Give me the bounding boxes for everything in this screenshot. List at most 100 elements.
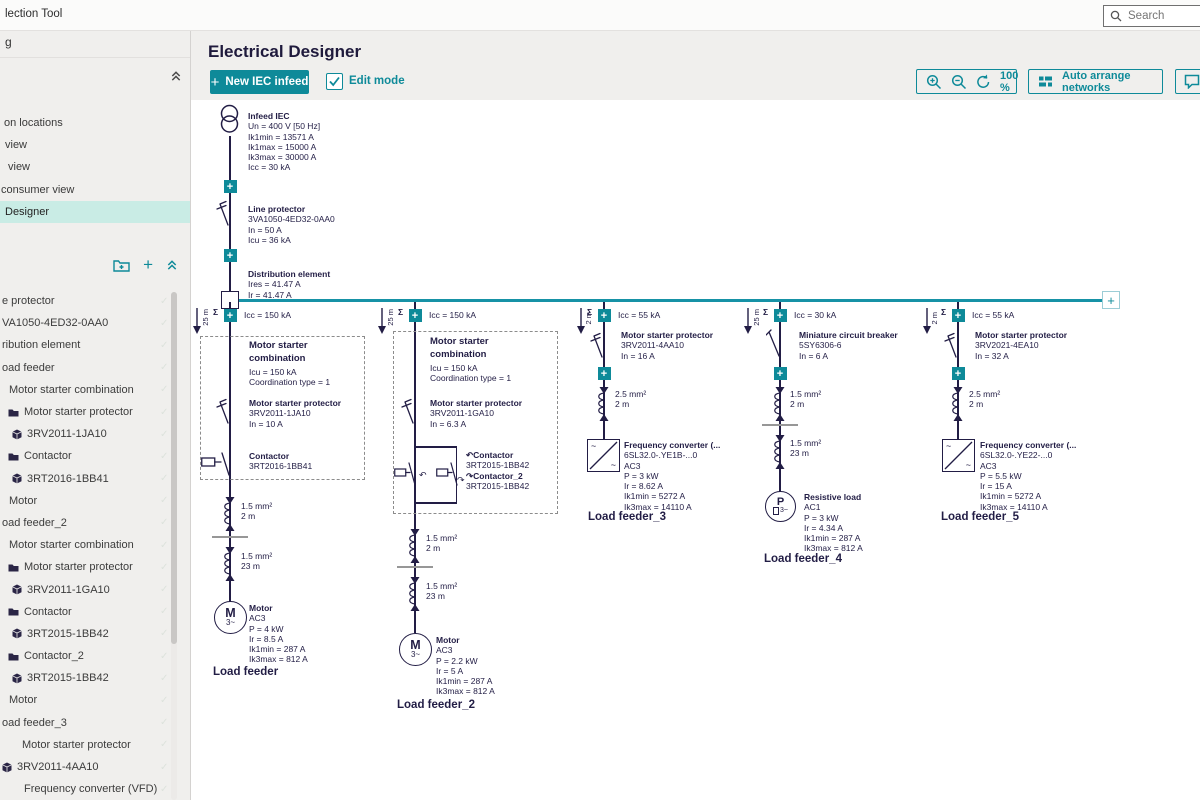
tree-item[interactable]: Motor starter combination✓ — [9, 539, 169, 552]
check-icon: ✓ — [160, 606, 169, 618]
cable-symbol[interactable] — [950, 387, 966, 421]
tree-item[interactable]: Contactor_2✓ — [0, 645, 190, 667]
cable-symbol[interactable] — [222, 497, 238, 531]
tree-item[interactable]: oad feeder_2✓ — [2, 516, 169, 529]
cable-symbol[interactable] — [596, 387, 612, 421]
add-item-icon[interactable]: + — [143, 255, 153, 274]
search-icon — [1110, 10, 1122, 22]
zoom-value: 100 % — [1000, 69, 1019, 94]
sidebar-item-designer[interactable]: Designer — [0, 200, 190, 223]
breaker-symbol[interactable] — [216, 394, 232, 424]
add-element-button[interactable]: + — [951, 309, 965, 322]
auto-arrange-button[interactable]: Auto arrange networks — [1028, 69, 1163, 94]
check-icon: ✓ — [160, 672, 169, 684]
mcb-symbol[interactable] — [766, 328, 782, 358]
sidebar-item-view-2[interactable]: view — [8, 161, 31, 174]
contactor-symbol[interactable] — [394, 460, 418, 486]
sidebar-scrollbar-thumb[interactable] — [171, 292, 177, 644]
check-icon: ✓ — [160, 628, 169, 640]
add-element-button[interactable]: + — [773, 309, 787, 322]
tree-item[interactable]: ribution element✓ — [2, 339, 169, 352]
tree-item[interactable]: 3RT2016-1BB41✓ — [0, 468, 190, 490]
line-protector-breaker-symbol[interactable] — [216, 196, 232, 226]
add-element-button[interactable]: + — [951, 367, 965, 380]
tree-item[interactable]: Motor starter protector✓ — [0, 556, 190, 578]
check-icon: ✓ — [160, 650, 169, 662]
breaker-symbol[interactable] — [590, 328, 606, 358]
feeder-label[interactable]: Load feeder_2 — [397, 699, 475, 711]
check-icon: ✓ — [160, 362, 169, 374]
tree-item[interactable]: Frequency converter (VFD)✓ — [24, 783, 169, 796]
contactor-symbol[interactable] — [436, 460, 460, 486]
distribution-element-symbol[interactable] — [221, 291, 239, 309]
frequency-converter-symbol[interactable]: ~~ — [587, 439, 620, 472]
cable-symbol[interactable] — [407, 577, 423, 611]
zoom-reset-icon[interactable] — [976, 74, 991, 89]
tree-item[interactable]: oad feeder_3✓ — [2, 716, 169, 729]
diagram-canvas[interactable] — [190, 100, 1200, 800]
tree-item[interactable]: Contactor✓ — [0, 601, 190, 623]
zoom-out-icon[interactable] — [951, 74, 967, 90]
add-element-button[interactable]: + — [597, 367, 611, 380]
search-box[interactable] — [1103, 5, 1200, 27]
frequency-converter-symbol[interactable]: ~~ — [942, 439, 975, 472]
tree-item[interactable]: 3RV2011-1GA10✓ — [0, 578, 190, 600]
contactor-symbol[interactable] — [201, 448, 233, 476]
check-icon: ✓ — [160, 384, 169, 396]
folder-icon — [8, 453, 19, 461]
breaker-symbol[interactable] — [401, 394, 417, 424]
zoom-in-icon[interactable] — [926, 74, 942, 90]
edit-mode-checkbox[interactable] — [326, 73, 343, 90]
combination-box[interactable] — [393, 331, 558, 514]
feeder-label[interactable]: Load feeder_3 — [588, 511, 666, 523]
add-element-button[interactable]: + — [597, 309, 611, 322]
tree-item[interactable]: Contactor✓ — [0, 445, 190, 467]
tree-item[interactable]: VA1050-4ED32-0AA0✓ — [2, 317, 169, 330]
top-bar: lection Tool — [0, 0, 1200, 31]
search-input[interactable] — [1126, 7, 1200, 25]
resistor-icon — [773, 507, 779, 515]
tree-item[interactable]: 3RT2015-1BB42✓ — [0, 667, 190, 689]
sidebar-item-view-1[interactable]: view — [5, 139, 28, 152]
add-feeder-button[interactable]: + — [1102, 291, 1120, 309]
tree-item[interactable]: 3RV2011-4AA10✓ — [0, 756, 190, 778]
tree-item[interactable]: 3RV2011-1JA10✓ — [0, 423, 190, 445]
cable-symbol[interactable] — [407, 529, 423, 563]
busbar[interactable] — [239, 298, 1102, 302]
tree-item[interactable]: Motor starter protector✓ — [22, 738, 169, 751]
tree-item[interactable]: Motor starter combination✓ — [9, 383, 169, 396]
add-element-button[interactable]: + — [773, 367, 787, 380]
combination-box[interactable] — [200, 336, 365, 480]
tree-item[interactable]: oad feeder✓ — [2, 361, 169, 374]
add-folder-icon[interactable] — [113, 258, 130, 272]
tree-item[interactable]: Motor✓ — [9, 494, 169, 507]
new-iec-infeed-button[interactable]: + New IEC infeed — [210, 70, 309, 94]
feeder-label[interactable]: Load feeder_5 — [941, 511, 1019, 523]
sidebar-item-locations[interactable]: on locations — [4, 117, 63, 130]
sidebar-item-consumer-view[interactable]: consumer view — [1, 183, 75, 196]
check-icon: ✓ — [160, 517, 169, 529]
infeed-transformer-symbol[interactable] — [218, 103, 241, 136]
tree-item[interactable]: Motor starter protector✓ — [0, 401, 190, 423]
tree-item[interactable]: e protector✓ — [2, 295, 169, 308]
add-element-button[interactable]: + — [223, 309, 237, 322]
tree-item[interactable]: Motor✓ — [9, 694, 169, 707]
add-element-button[interactable]: + — [408, 309, 422, 322]
collapse-tree-icon[interactable] — [166, 259, 178, 271]
comment-button[interactable] — [1175, 69, 1200, 94]
feeder-label[interactable]: Load feeder — [213, 666, 279, 678]
add-element-button[interactable]: + — [223, 180, 237, 193]
feeder-label[interactable]: Load feeder_4 — [764, 553, 842, 565]
check-icon: ✓ — [160, 495, 169, 507]
collapse-panel-icon[interactable] — [170, 70, 182, 82]
add-element-button[interactable]: + — [223, 249, 237, 262]
check-icon: ✓ — [160, 406, 169, 418]
cable-symbol[interactable] — [222, 547, 238, 581]
cable-symbol[interactable] — [772, 435, 788, 469]
breaker-symbol[interactable] — [944, 328, 960, 358]
tree-item[interactable]: 3RT2015-1BB42✓ — [0, 623, 190, 645]
cable-symbol[interactable] — [772, 387, 788, 421]
